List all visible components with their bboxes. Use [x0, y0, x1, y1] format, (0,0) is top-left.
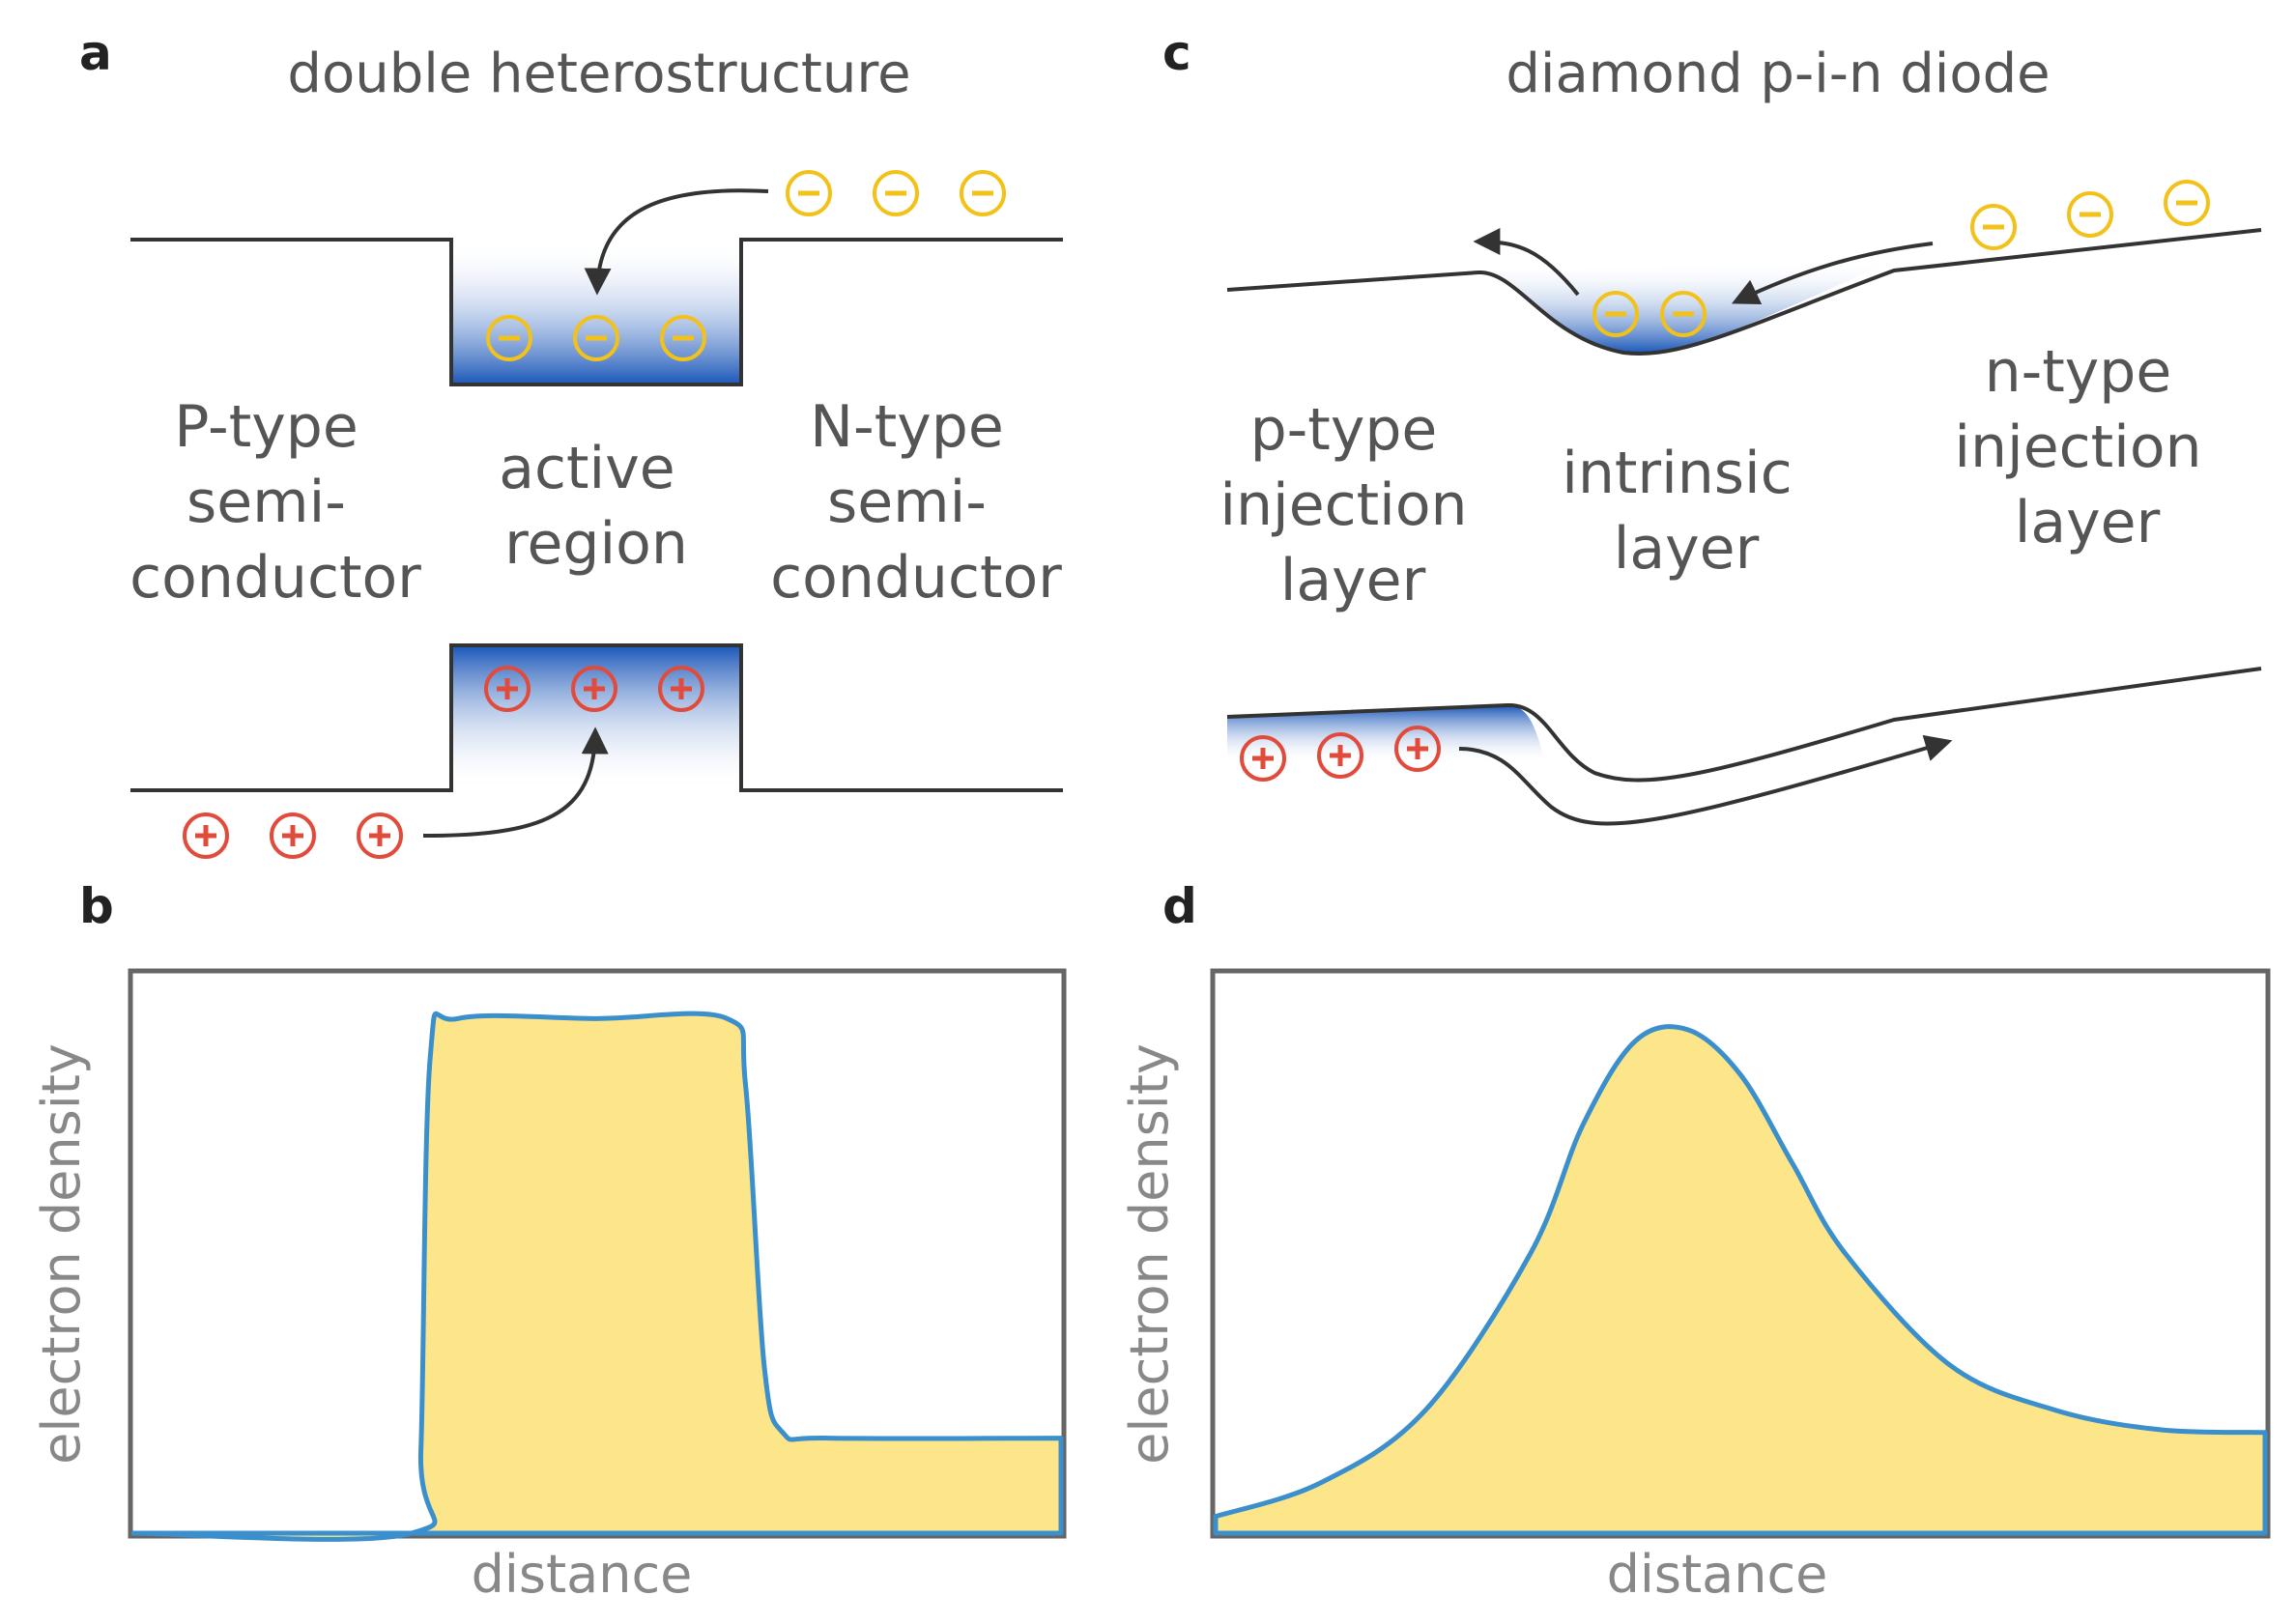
panel-c-title: diamond p-i-n diode	[1506, 43, 2050, 105]
valence-band-edge	[130, 643, 1063, 792]
y-axis-label-d: electron density	[1119, 1043, 1180, 1465]
conduction-band-edge	[130, 238, 1063, 386]
conduction-band-edge	[1226, 228, 2262, 356]
active-region-label: active region	[499, 435, 693, 578]
electron-icon	[1972, 206, 2015, 248]
panel-letter-a: a	[79, 25, 112, 81]
p-type-injection-layer-label: p-type injection layer	[1219, 396, 1485, 614]
hole-injection-arrow	[422, 727, 609, 838]
panel-a: a double heterostructure P-type semi- co…	[79, 25, 1063, 857]
intrinsic-electron-fill	[1480, 261, 1894, 354]
electron-icon	[2166, 182, 2208, 224]
electron-density-curve-d	[1213, 1024, 2268, 1536]
p-type-semiconductor-label: P-type semi- conductor	[129, 393, 421, 612]
panel-b: b distance electron density	[31, 878, 1067, 1605]
active-region-electron-fill	[451, 240, 741, 385]
hole-icon	[185, 814, 227, 857]
x-axis-label-b: distance	[472, 1544, 693, 1605]
panel-c: c diamond p-i-n diode p-type injection l…	[1162, 25, 2262, 826]
electron-injection-arrow	[1731, 242, 1934, 305]
panel-letter-b: b	[79, 878, 114, 934]
intrinsic-layer-label: intrinsic layer	[1562, 440, 1811, 583]
electron-icon	[2069, 193, 2111, 236]
panel-letter-c: c	[1162, 25, 1191, 81]
hole-injection-arrow	[1458, 734, 1953, 826]
y-axis-label-b: electron density	[31, 1043, 92, 1465]
panel-a-title: double heterostructure	[287, 43, 910, 105]
electron-icon	[961, 172, 1004, 214]
electron-overflow-arrow	[1473, 228, 1580, 297]
electron-injection-arrow	[584, 188, 769, 296]
n-type-injection-layer-label: n-type injection layer	[1954, 338, 2220, 556]
hole-icon	[359, 814, 401, 857]
electron-icon	[875, 172, 917, 214]
x-axis-label-d: distance	[1607, 1544, 1828, 1605]
valence-band-edge	[1226, 667, 2262, 783]
hole-icon	[272, 814, 314, 857]
electron-icon	[788, 172, 830, 214]
panel-d: d distance electron density	[1119, 878, 2271, 1605]
n-type-semiconductor-label: N-type semi- conductor	[770, 393, 1062, 612]
panel-letter-d: d	[1162, 878, 1197, 934]
electron-density-curve-b	[130, 1011, 1064, 1542]
